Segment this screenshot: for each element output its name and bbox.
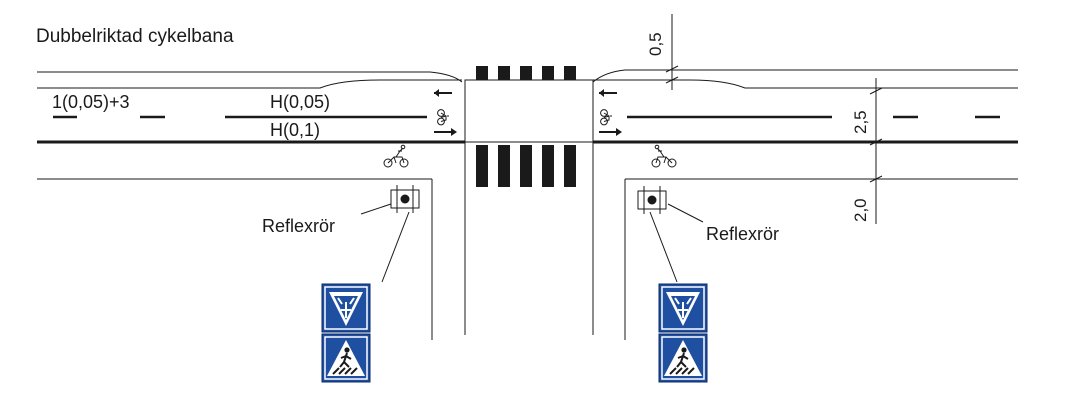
bicycle-icon <box>437 109 449 126</box>
pedestrian-crossing-sign-icon <box>658 333 708 383</box>
dimension-right: 2,5 2,0 <box>851 78 883 224</box>
dimension-right-upper-label: 2,5 <box>851 110 870 134</box>
stripe-top-5 <box>564 66 576 80</box>
reflector-leader-right-2 <box>649 211 678 283</box>
reflector-leader-left-2 <box>381 211 410 283</box>
stripe-top-1 <box>476 66 488 80</box>
stripe-bottom-2 <box>498 145 510 187</box>
reflector-post-icon <box>390 184 420 214</box>
road-edge-top-left-2 <box>37 79 462 89</box>
bicycle-icon <box>600 109 612 126</box>
cycle-crossing-sign-icon <box>658 283 708 333</box>
stripe-top-4 <box>542 66 554 80</box>
arrow-icon <box>599 128 622 136</box>
pedestrian-crossing-sign-icon <box>321 333 371 383</box>
stripe-bottom-1 <box>476 145 488 187</box>
road-edge-top-right-2 <box>593 79 1018 89</box>
cycle-crossing-sign-icon <box>321 283 371 333</box>
stripe-top-3 <box>520 66 532 80</box>
marking-label-center-lower: H(0,1) <box>270 120 320 140</box>
dimension-top: 0,5 <box>646 14 679 90</box>
cyclist-icon <box>651 144 677 168</box>
marking-label-left: 1(0,05)+3 <box>52 92 130 112</box>
arrow-icon <box>434 89 452 97</box>
crossing-box <box>464 79 594 143</box>
diagram-title: Dubbelriktad cykelbana <box>36 26 234 47</box>
reflector-post-icon <box>637 185 667 215</box>
reflector-label-right: Reflexrör <box>706 224 779 244</box>
stripe-bottom-3 <box>520 145 532 187</box>
cyclist-icon <box>383 144 409 168</box>
reflector-label-left: Reflexrör <box>262 216 335 236</box>
arrow-icon <box>599 89 617 97</box>
reflector-leader-right-1 <box>667 203 704 223</box>
crossing-stripes-bottom <box>476 145 576 187</box>
reflector-leader-left-1 <box>360 203 392 215</box>
stripe-bottom-4 <box>542 145 554 187</box>
crossing-stripes-top <box>476 66 576 80</box>
stripe-bottom-5 <box>564 145 576 187</box>
dimension-top-label: 0,5 <box>646 32 665 56</box>
dimension-right-lower-label: 2,0 <box>851 198 870 222</box>
arrow-icon <box>434 128 457 136</box>
stripe-top-2 <box>498 66 510 80</box>
marking-label-center-upper: H(0,05) <box>270 92 330 112</box>
